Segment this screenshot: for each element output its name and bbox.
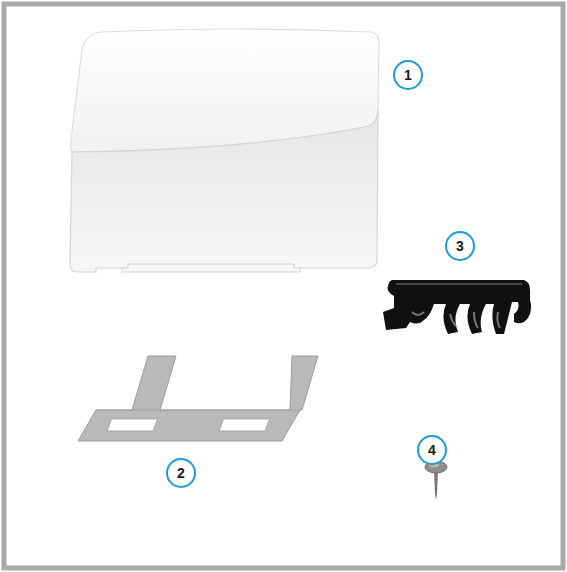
callout-circle: 2 xyxy=(166,458,196,488)
callout-number: 4 xyxy=(428,443,436,457)
cover-housing xyxy=(70,29,379,272)
callout-number: 3 xyxy=(456,239,464,253)
callout-number: 2 xyxy=(177,466,185,480)
screw xyxy=(425,461,447,500)
callout-circle: 4 xyxy=(417,435,447,465)
mounting-bracket xyxy=(78,356,318,441)
frame xyxy=(4,4,563,568)
callout-circle: 3 xyxy=(445,231,475,261)
callout-circle: 1 xyxy=(393,60,423,90)
callout-number: 1 xyxy=(404,68,412,82)
rubber-profile xyxy=(383,280,531,334)
